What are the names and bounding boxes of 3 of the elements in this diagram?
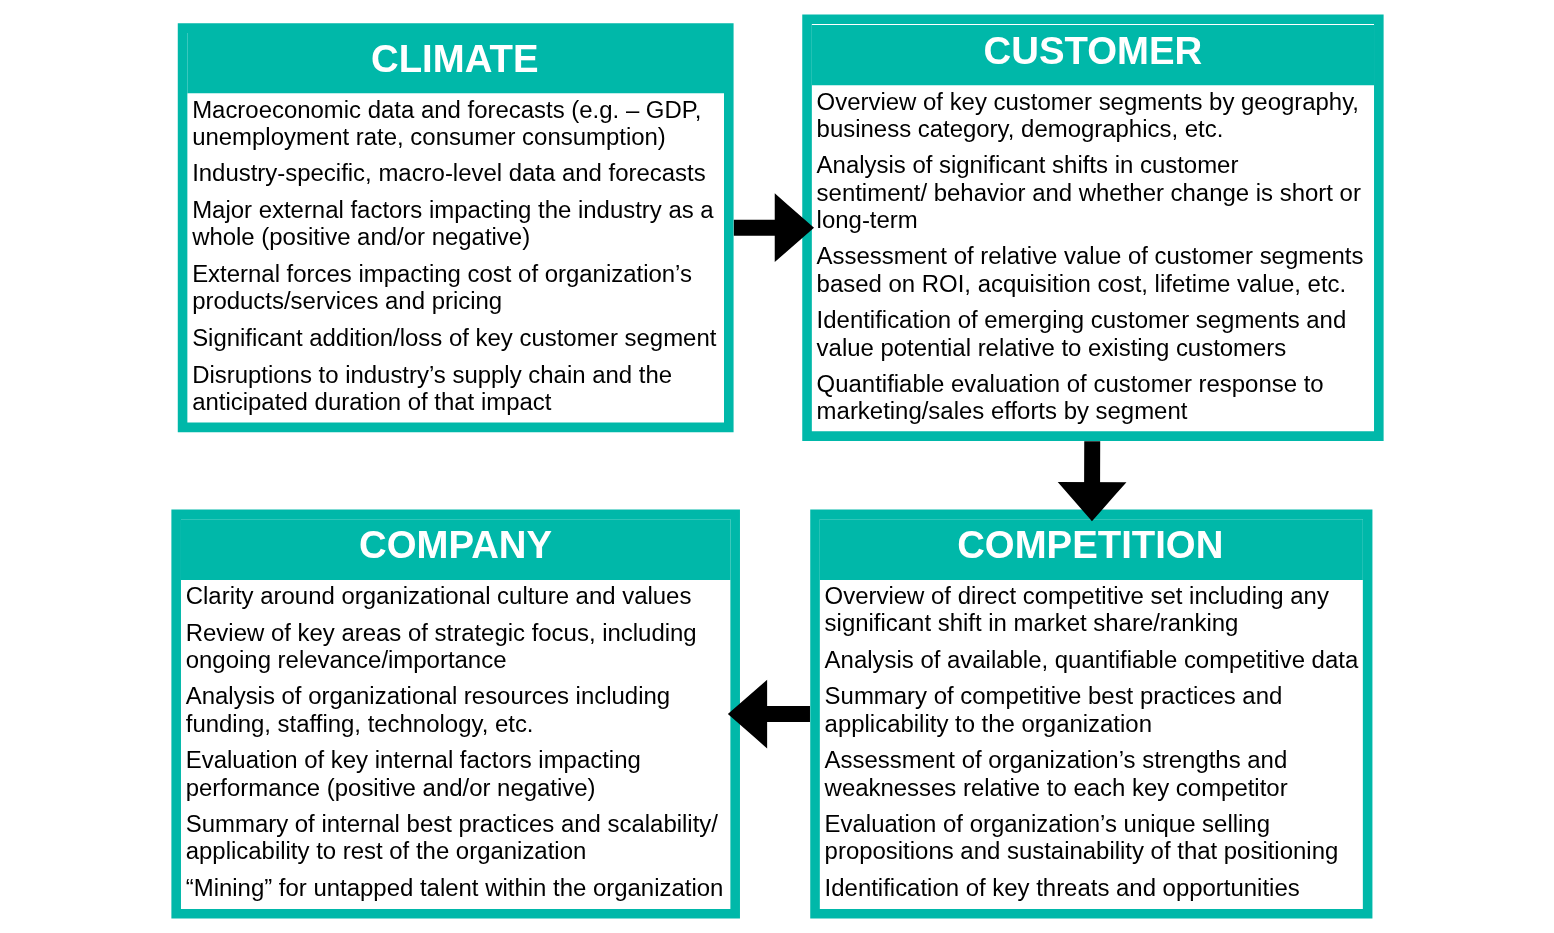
arrow	[727, 679, 810, 749]
arrow	[733, 193, 814, 263]
arrow	[1057, 441, 1126, 522]
